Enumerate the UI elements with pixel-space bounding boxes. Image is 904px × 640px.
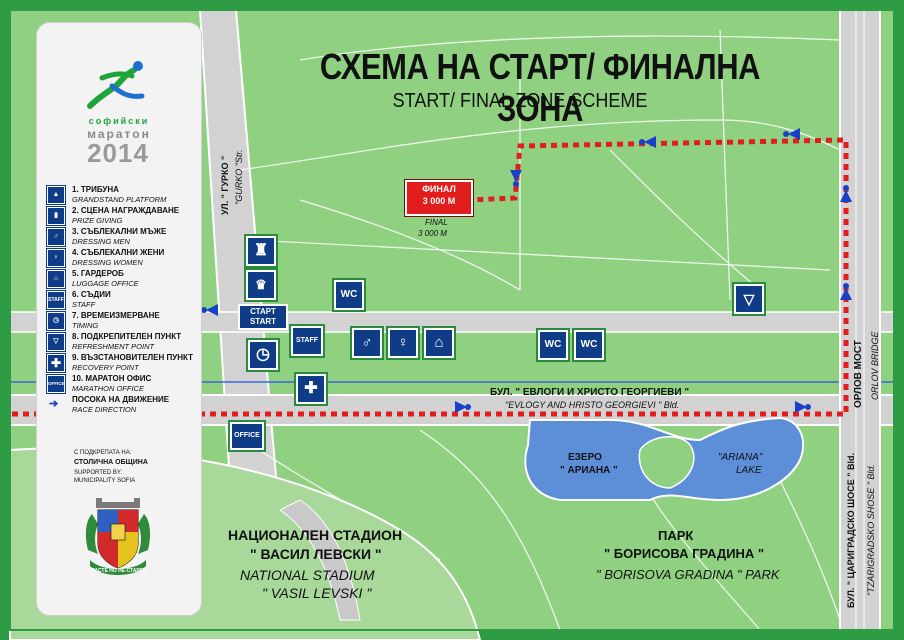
office-map-icon: OFFICE [228,420,266,452]
prize-giving-map-icon: ♛ [244,268,278,302]
logo-year: 2014 [87,138,149,168]
logo-line1: софийски [88,116,150,126]
stadium-label-bg2: " ВАСИЛ ЛЕВСКИ " [250,546,382,562]
page-subtitle: START/ FINAL ZONE SCHEME [392,90,648,112]
evlogi-label-bg: БУЛ. " ЕВЛОГИ И ХРИСТО ГЕОРГИЕВИ " [490,387,690,398]
support-label: С ПОДКРЕПАТА НА: [74,450,132,456]
orlov-label-bg: ОРЛОВ МОСТ [853,340,864,408]
wc-map-icon-3: WC [572,328,606,362]
route-arrows [206,128,852,413]
runner-logo-icon [87,61,145,109]
support-org-en: MUNICIPALITY SOFIA [74,478,136,484]
staff-map-icon: STAFF [289,324,325,358]
woman-icon: ♀ [46,248,66,268]
stadium-label-en2: " VASIL LEVSKI " [262,585,372,601]
refreshment-map-icon: ▽ [732,282,766,316]
support-label-en: SUPPORTED BY: [74,470,123,476]
crest-motto: РАСТЕ НО НЕ СТАРЕЕ [91,568,147,574]
wc-map-icon-2: WC [536,328,570,362]
wc-map-icon-1: WC [332,278,366,312]
recovery-map-icon: ✚ [294,372,328,406]
lake-label-bg2: " АРИАНА " [560,465,618,476]
grandstand-icon: ▲ [46,185,66,205]
timing-map-icon: ◷ [246,338,280,372]
stadium-label-en1: NATIONAL STADIUM [240,567,375,583]
start-box: СТАРТ START [238,304,288,330]
lake-label-en2: LAKE [736,465,762,476]
gurko-label-bg: УЛ. " ГУРКО " [220,155,230,215]
lake-label-en1: "ARIANA" [718,452,763,463]
luggage-map-icon: ⌂ [422,326,456,360]
park-label-bg2: " БОРИСОВА ГРАДИНА " [604,546,765,561]
support-org: СТОЛИЧНА ОБЩИНА [74,459,148,466]
park-label-bg1: ПАРК [658,528,694,543]
cross-icon: ✚ [46,353,66,373]
hanger-icon: ⌂ [46,269,66,289]
grandstand-map-icon: ♜ [244,234,278,268]
park-label-en: " BORISOVA GRADINA " PARK [596,567,780,582]
dressing-women-map-icon: ♀ [386,326,420,360]
lake-label-bg1: ЕЗЕРО [568,452,602,463]
final-en-line1: FINAL [425,218,448,227]
office-icon: OFFICE [46,374,66,394]
evlogi-label-en: "EVLOGY AND HRISTO GEORGIEVI " Bld. [505,400,680,410]
logo-line2: маратон [87,127,151,141]
sofia-crest-icon [85,498,151,575]
page-title: СХЕМА НА СТАРТ/ ФИНАЛНА ЗОНА [319,46,761,129]
staff-icon: STAFF [46,290,66,310]
final-box: ФИНАЛ 3 000 М [404,179,474,217]
race-route [12,137,849,417]
tsarigradsko-label-bg: БУЛ. " ЦАРИГРАДСКО ШОСЕ " Bld. [846,453,856,608]
gurko-label-en: "GURKO "Str. [234,149,244,205]
podium-icon: ▮ [46,206,66,226]
lake-island [638,436,695,489]
orlov-label-en: ORLOV BRIDGE [870,331,880,400]
cup-icon: ▽ [46,332,66,352]
direction-arrow-icon: ➔ [49,398,59,410]
man-icon: ♂ [46,227,66,247]
dressing-men-map-icon: ♂ [350,326,384,360]
final-en-line2: 3 000 M [418,229,447,238]
clock-icon: ◷ [46,311,66,331]
stadium-label-bg1: НАЦИОНАЛЕН СТАДИОН [228,527,403,543]
tsarigradsko-label-en: "TZARIGRADSKO SHOSE " Bld. [866,464,876,596]
